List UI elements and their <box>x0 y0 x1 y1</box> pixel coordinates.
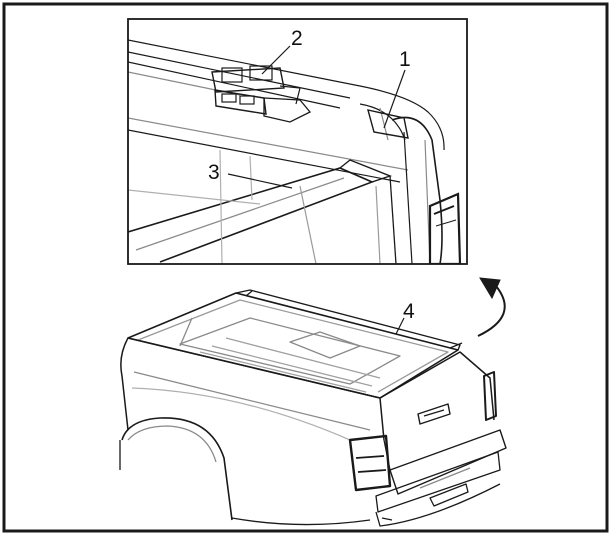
callout-2: 2 <box>291 27 303 50</box>
detail-inset: 1 2 3 <box>127 18 468 265</box>
truck-illustration <box>119 289 507 527</box>
leader-line-1 <box>383 69 406 129</box>
detail-inset-border <box>127 18 468 265</box>
rotate-arrow-icon <box>477 277 506 337</box>
leader-line-2 <box>261 45 291 75</box>
callout-4: 4 <box>403 300 415 323</box>
callout-1: 1 <box>399 48 411 71</box>
leader-line-3 <box>227 173 293 189</box>
callout-3: 3 <box>208 161 220 184</box>
leader-line-4 <box>395 317 405 335</box>
